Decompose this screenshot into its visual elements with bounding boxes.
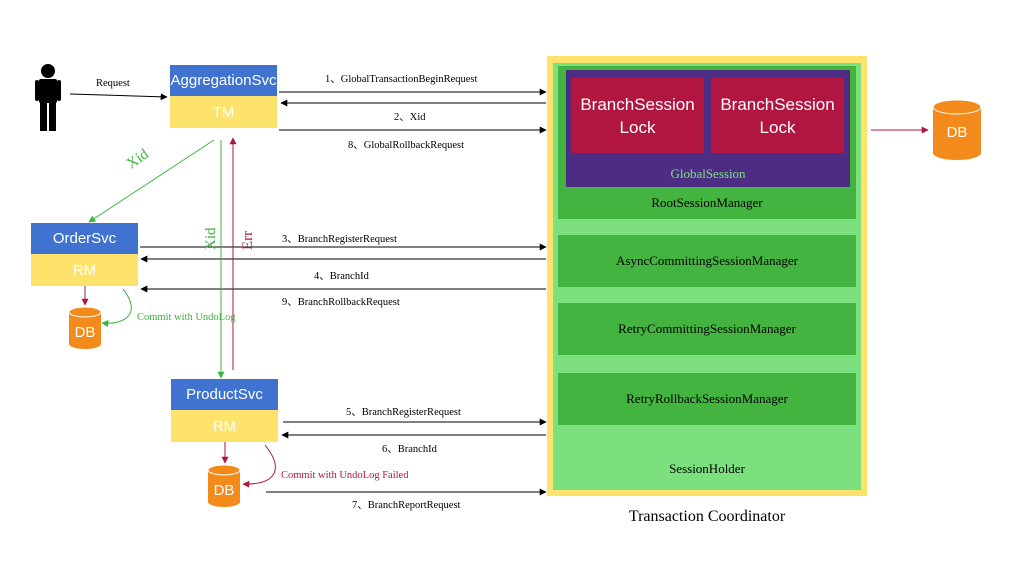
commit-undo-label: Commit with UndoLog bbox=[137, 312, 236, 323]
edge-2-label: 2、Xid bbox=[394, 112, 426, 123]
edge-3-label: 3、BranchRegisterRequest bbox=[282, 234, 397, 245]
product-db-label: DB bbox=[214, 482, 235, 499]
edge-1-label: 1、GlobalTransactionBeginRequest bbox=[325, 74, 478, 85]
order-svc-role: RM bbox=[31, 254, 138, 286]
edge-9-label: 9、BranchRollbackRequest bbox=[282, 297, 400, 308]
edge-7-label: 7、BranchReportRequest bbox=[352, 500, 461, 511]
edge-4-label: 4、BranchId bbox=[314, 271, 369, 282]
request-label: Request bbox=[96, 78, 130, 89]
order-svc-name: OrderSvc bbox=[31, 223, 138, 254]
commit-undo-failed-label: Commit with UndoLog Failed bbox=[281, 470, 409, 481]
edge-8-label: 8、GlobalRollbackRequest bbox=[348, 140, 465, 151]
aggregation-svc-node: AggregationSvc TM bbox=[170, 65, 277, 128]
global-session-label: GlobalSession bbox=[670, 166, 746, 181]
edge-6-label: 6、BranchId bbox=[382, 444, 437, 455]
transaction-coordinator-caption: Transaction Coordinator bbox=[628, 508, 786, 525]
product-svc-node: ProductSvc RM bbox=[171, 379, 278, 442]
retry-rollback-session-manager: RetryRollbackSessionManager bbox=[558, 373, 856, 425]
async-committing-session-manager-label: AsyncCommittingSessionManager bbox=[616, 253, 798, 268]
commit-undo-failed-curve bbox=[242, 444, 276, 488]
tc-db-icon: DB bbox=[933, 100, 981, 160]
branch-session-lock-1-line2: Lock bbox=[619, 117, 656, 137]
order-db-label: DB bbox=[75, 324, 96, 341]
person-icon bbox=[35, 64, 61, 131]
session-holder-label: SessionHolder bbox=[669, 461, 745, 476]
xid-diagonal-arrow bbox=[88, 139, 215, 223]
tc-db-label: DB bbox=[947, 124, 968, 141]
aggregation-svc-name: AggregationSvc bbox=[170, 65, 277, 96]
branch-session-lock-2-line1: BranchSession bbox=[720, 94, 835, 114]
product-svc-name: ProductSvc bbox=[171, 379, 278, 410]
product-db-icon: DB bbox=[208, 465, 240, 507]
retry-rollback-session-manager-label: RetryRollbackSessionManager bbox=[626, 391, 788, 406]
commit-undo-curve bbox=[101, 288, 132, 327]
request-arrow bbox=[69, 93, 168, 101]
edge-5-label: 5、BranchRegisterRequest bbox=[346, 407, 461, 418]
order-db-icon: DB bbox=[69, 307, 101, 349]
retry-committing-session-manager: RetryCommittingSessionManager bbox=[558, 303, 856, 355]
async-committing-session-manager: AsyncCommittingSessionManager bbox=[558, 235, 856, 287]
xid-vertical-label: Xid bbox=[203, 227, 219, 251]
err-vertical-label: Err bbox=[240, 230, 256, 250]
aggregation-svc-role: TM bbox=[170, 96, 277, 128]
product-svc-role: RM bbox=[171, 410, 278, 442]
order-svc-node: OrderSvc RM bbox=[31, 223, 138, 286]
branch-session-lock-1-line1: BranchSession bbox=[580, 94, 695, 114]
retry-committing-session-manager-label: RetryCommittingSessionManager bbox=[618, 321, 796, 336]
root-session-manager-label: RootSessionManager bbox=[651, 195, 763, 210]
branch-session-lock-2-line2: Lock bbox=[759, 117, 796, 137]
